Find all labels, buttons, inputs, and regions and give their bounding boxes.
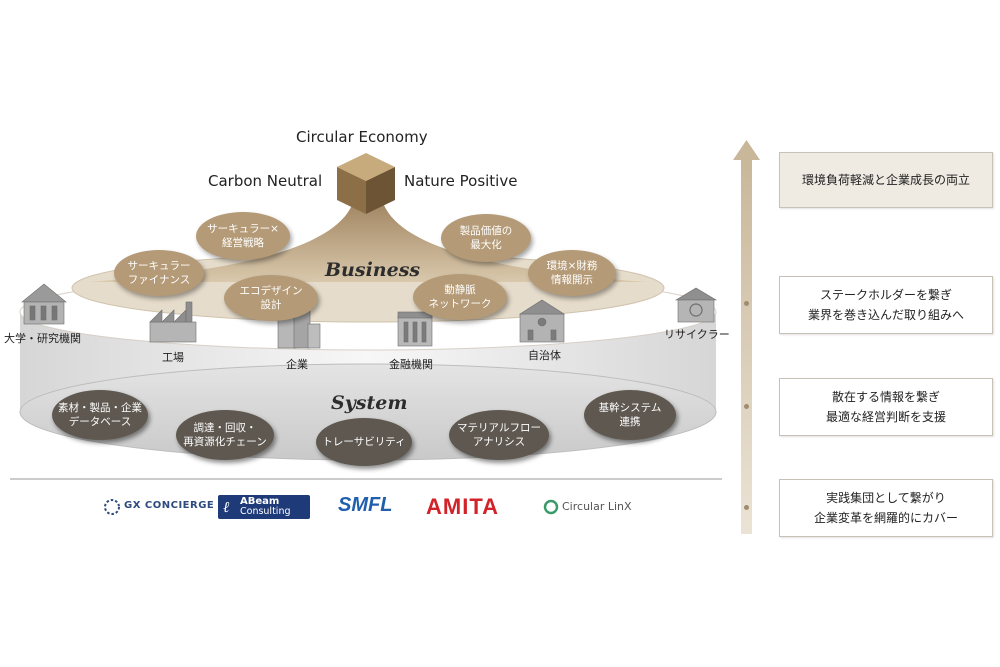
- bubble-traceability: トレーサビリティ: [316, 418, 412, 466]
- right-box-information: 散在する情報を繋ぎ 最適な経営判断を支援: [779, 378, 993, 436]
- system-layer-label: System: [331, 392, 408, 414]
- stakeholder-municipality: 自治体: [528, 349, 561, 362]
- funnel-rise: [90, 200, 646, 282]
- bubble-circular-strategy: サーキュラー× 経営戦略: [196, 212, 290, 260]
- bank-icon: [397, 311, 433, 347]
- bubble-disclosure: 環境×財務 情報開示: [528, 250, 616, 296]
- stakeholder-financial: 金融機関: [389, 358, 433, 371]
- arrow-dot-1: [744, 301, 749, 306]
- bubble-circular-finance: サーキュラー ファイナンス: [114, 250, 204, 296]
- university-icon: [21, 283, 67, 325]
- stakeholder-company: 企業: [286, 358, 308, 371]
- bubble-supply-chain: 調達・回収・ 再資源化チェーン: [176, 410, 274, 460]
- business-layer-label: Business: [325, 259, 421, 281]
- progress-arrow: [733, 140, 760, 534]
- logo-amita: AMITA: [426, 494, 500, 519]
- bubble-ecodesign: エコデザイン 設計: [224, 275, 318, 321]
- right-box-practice: 実践集団として繋がり 企業変革を網羅的にカバー: [779, 479, 993, 537]
- bubble-database: 素材・製品・企業 データベース: [52, 390, 148, 440]
- arrow-dot-2: [744, 404, 749, 409]
- cube-icon: [337, 153, 395, 214]
- right-box-stakeholders: ステークホルダーを繋ぎ 業界を巻き込んだ取り組みへ: [779, 276, 993, 334]
- right-box-goal: 環境負荷軽減と企業成長の両立: [779, 152, 993, 208]
- circular-economy-title: Circular Economy: [296, 128, 428, 146]
- circular-linx-logo-mark: [543, 499, 559, 515]
- logo-smfl: SMFL: [338, 494, 393, 516]
- recycler-icon: [674, 287, 718, 323]
- stakeholder-factory: 工場: [162, 351, 184, 364]
- nature-positive-title: Nature Positive: [404, 172, 518, 190]
- city-hall-icon: [518, 299, 566, 343]
- factory-icon: [149, 301, 197, 343]
- logo-abeam: ABeam Consulting ℓ: [218, 495, 310, 519]
- bubble-material-flow: マテリアルフロー アナリシス: [449, 410, 549, 460]
- logo-gx-concierge: GX CONCIERGE: [124, 500, 215, 511]
- logo-circular-linx: Circular LinX: [562, 500, 632, 513]
- arrow-dot-3: [744, 505, 749, 510]
- stakeholder-university: 大学・研究機関: [4, 332, 81, 345]
- carbon-neutral-title: Carbon Neutral: [208, 172, 323, 190]
- bubble-product-value: 製品価値の 最大化: [441, 214, 531, 262]
- logo-abeam-top: ABeam: [240, 496, 280, 507]
- company-building-icon: [277, 307, 321, 349]
- bubble-core-system: 基幹システム 連携: [584, 390, 676, 440]
- gx-concierge-logo-mark: [104, 499, 120, 515]
- abeam-mark-icon: ℓ: [223, 498, 230, 516]
- logo-abeam-bottom: Consulting: [240, 506, 291, 517]
- stakeholder-recycler: リサイクラー: [664, 328, 730, 341]
- bubble-network: 動静脈 ネットワーク: [413, 274, 507, 320]
